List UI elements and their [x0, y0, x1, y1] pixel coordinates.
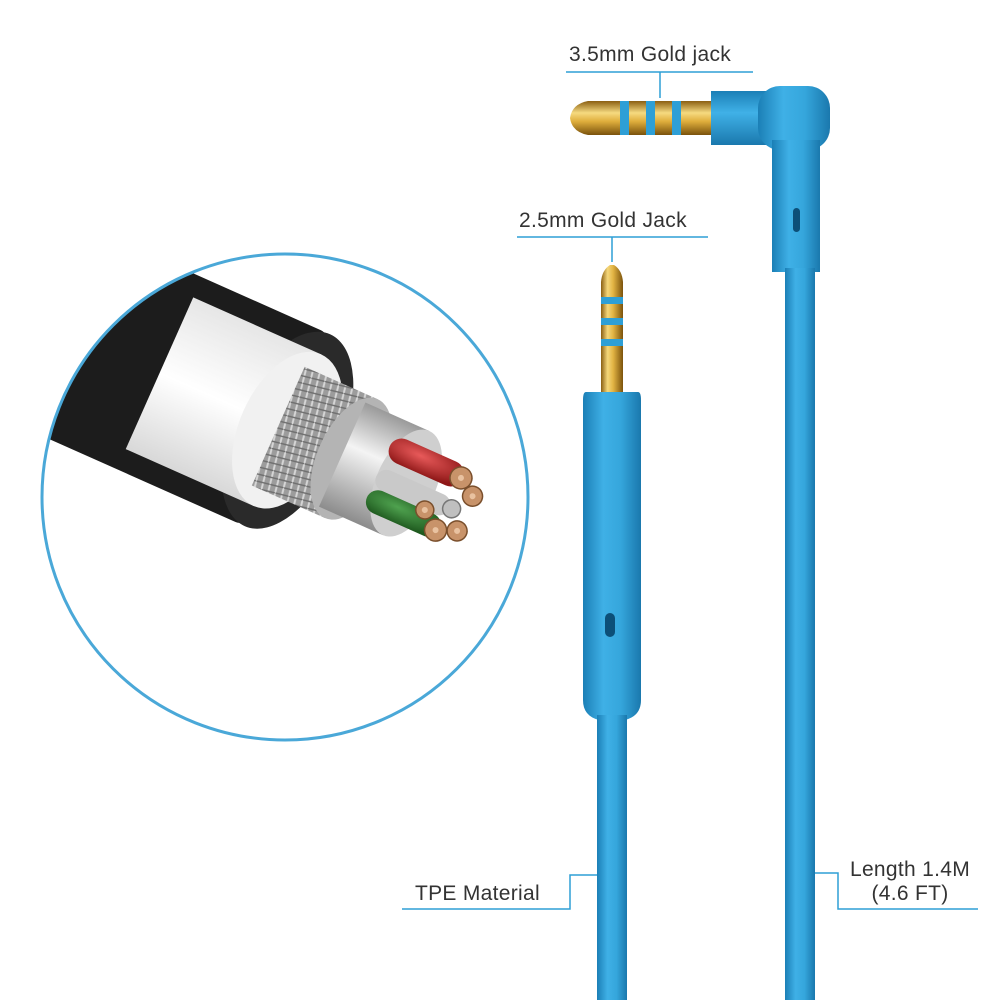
jack-2-5mm: [583, 265, 641, 720]
jack-3-5mm: [570, 86, 830, 272]
cable-right: [785, 268, 815, 1000]
callout-line-material: [402, 874, 597, 910]
label-length-meters: Length 1.4M: [849, 858, 971, 881]
label-length: Length 1.4M (4.6 FT): [840, 858, 980, 906]
label-tpe-material: TPE Material: [415, 882, 540, 905]
label-jack-3-5mm: 3.5mm Gold jack: [569, 43, 732, 66]
label-jack-2-5mm: 2.5mm Gold Jack: [519, 209, 687, 232]
cable-cross-section-zoom: [40, 252, 530, 742]
cable-left: [597, 715, 627, 1000]
callout-lines: [402, 71, 978, 910]
callout-line-length: [815, 872, 978, 910]
label-length-feet: (4.6 FT): [871, 882, 949, 905]
